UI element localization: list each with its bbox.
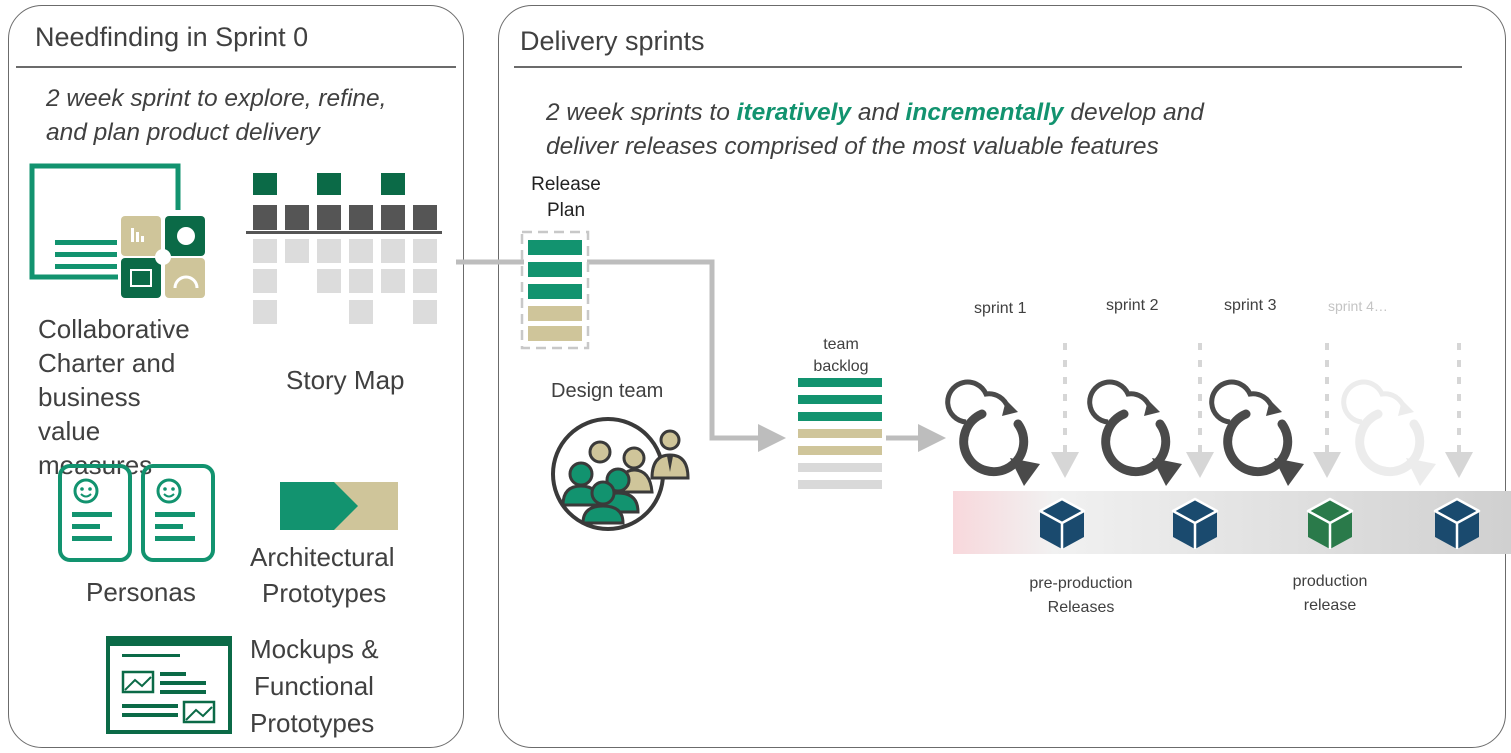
left-title-divider [16,66,456,68]
mockups-label-1: Mockups & [250,634,379,664]
sprint-4-label: sprint 4… [1328,298,1388,314]
left-subtitle-line2: and plan product delivery [46,119,320,146]
sprint-2-label: sprint 2 [1106,297,1159,314]
left-subtitle-line1: 2 week sprint to explore, refine, [46,85,387,112]
iteratively-emphasis: iteratively [736,99,852,126]
design-team-label: Design team [551,380,664,402]
story-map-label: Story Map [286,365,405,395]
arch-label-1: Architectural [250,542,395,572]
right-subtitle-line1: 2 week sprints to iteratively and increm… [546,99,1204,126]
arch-label-2: Prototypes [262,578,387,608]
mockups-label-3: Prototypes [250,708,375,738]
mockups-label-2: Functional [254,671,374,701]
right-subtitle-line2: deliver releases comprised of the most v… [546,133,1159,160]
right-panel-title: Delivery sprints [520,26,705,56]
sprint0-panel [8,5,464,748]
incrementally-emphasis: incrementally [905,99,1064,126]
right-title-divider [514,66,1462,68]
personas-label: Personas [86,577,196,607]
sprint-1-label: sprint 1 [974,300,1027,317]
left-panel-title: Needfinding in Sprint 0 [35,22,309,52]
sprint-3-label: sprint 3 [1224,297,1277,314]
charter-label: Collaborative Charter and business value… [38,314,190,480]
delivery-panel [498,5,1506,748]
